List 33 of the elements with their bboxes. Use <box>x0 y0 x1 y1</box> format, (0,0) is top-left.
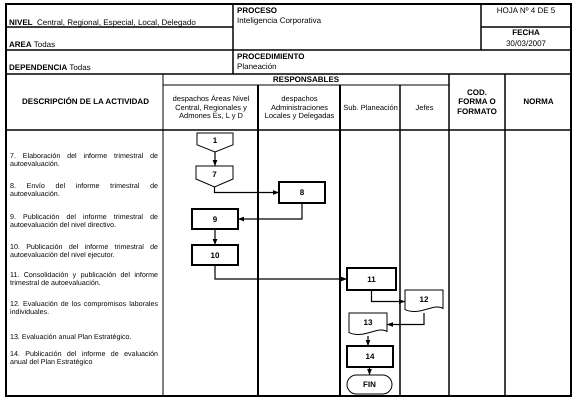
header-field: HOJA Nº 4 DE 5 <box>483 6 569 26</box>
header-field: AREA Todas <box>9 31 233 50</box>
arrow <box>366 336 370 346</box>
header-field: DEPENDENCIA Todas <box>9 54 233 72</box>
off-page-connector: 7 <box>196 166 233 187</box>
process-box: 8 <box>279 182 325 203</box>
arrow <box>212 229 218 245</box>
header-field: 30/03/2007 <box>483 39 569 50</box>
header-field: NIVEL Central, Regional, Especial, Local, Delegado <box>9 9 233 28</box>
header-field: Planeación <box>237 62 477 72</box>
arrow <box>214 265 347 282</box>
column-header: COD. FORMA O FORMATO <box>456 87 498 118</box>
process-box: 14 <box>347 346 393 367</box>
arrow <box>370 290 405 304</box>
column-header: DESCRIPCIÓN DE LA ACTIVIDAD <box>21 96 150 108</box>
column-header: NORMA <box>522 96 555 108</box>
process-box: 9 <box>192 209 238 229</box>
arrow <box>387 313 425 327</box>
terminator: FIN <box>347 375 392 394</box>
header-field: PROCEDIMIENTO <box>237 52 477 62</box>
process-box: 11 <box>347 268 396 290</box>
arrow <box>367 367 372 375</box>
arrow <box>212 152 218 166</box>
document-shape: 12 <box>405 290 443 313</box>
header-field: Inteligencia Corporativa <box>237 16 477 26</box>
header-field: PROCESO <box>237 6 477 16</box>
document-shape: 13 <box>349 313 387 336</box>
arrow <box>238 203 303 222</box>
process-box: 10 <box>192 245 238 265</box>
header-field: FECHA <box>483 28 569 39</box>
off-page-connector: 1 <box>197 133 233 152</box>
arrow <box>214 187 279 195</box>
column-header: RESPONSABLES <box>272 74 340 85</box>
